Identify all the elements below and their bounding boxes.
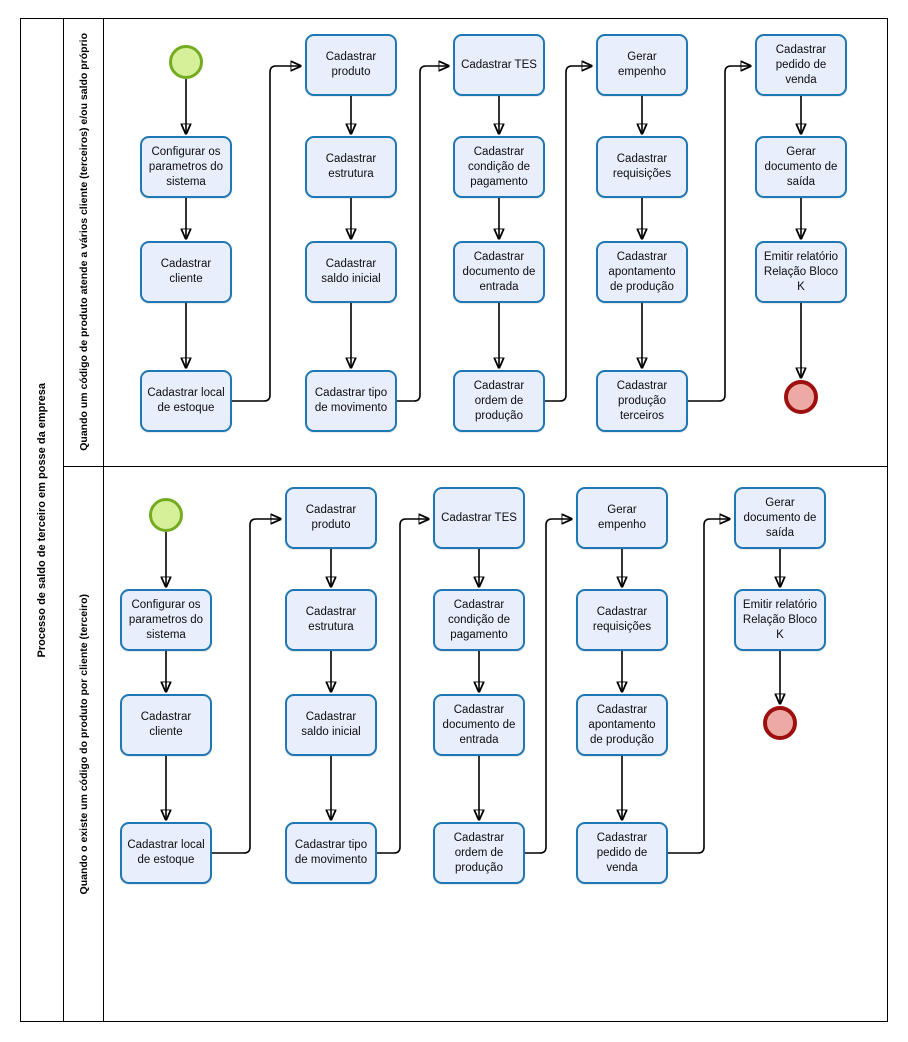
lane-1-task-4-4[interactable]: Cadastrar produção terceiros: [596, 370, 688, 432]
lane-2-task-2-1[interactable]: Cadastrar produto: [285, 487, 377, 549]
pool-title: Processo de saldo de terceiro em posse d…: [20, 18, 64, 1022]
lane-1-task-5-1[interactable]: Cadastrar pedido de venda: [755, 34, 847, 96]
lane-2-task-2-4[interactable]: Cadastrar tipo de movimento: [285, 822, 377, 884]
lane-1-title: Quando um código de produto atende a vár…: [64, 18, 104, 466]
lane-1-end-event[interactable]: [784, 380, 818, 414]
lane-1-task-4-3[interactable]: Cadastrar apontamento de produção: [596, 241, 688, 303]
lane-1-task-3-1[interactable]: Cadastrar TES: [453, 34, 545, 96]
lane-2-task-5-1[interactable]: Gerar documento de saída: [734, 487, 826, 549]
lane-2-task-2-2[interactable]: Cadastrar estrutura: [285, 589, 377, 651]
lane-2-task-3-1[interactable]: Cadastrar TES: [433, 487, 525, 549]
lane-2-task-1-1[interactable]: Configurar os parametros do sistema: [120, 589, 212, 651]
lane-2-task-4-2[interactable]: Cadastrar requisições: [576, 589, 668, 651]
lane-2-task-3-3[interactable]: Cadastrar documento de entrada: [433, 694, 525, 756]
lane-2-task-1-3[interactable]: Cadastrar local de estoque: [120, 822, 212, 884]
lane-1-start-event[interactable]: [169, 45, 203, 79]
pool-frame: [20, 18, 888, 1022]
lane-1-task-3-4[interactable]: Cadastrar ordem de produção: [453, 370, 545, 432]
lane-1-task-1-2[interactable]: Cadastrar cliente: [140, 241, 232, 303]
lane-2-task-4-3[interactable]: Cadastrar apontamento de produção: [576, 694, 668, 756]
lane-separator: [64, 466, 888, 467]
lane-1-task-2-2[interactable]: Cadastrar estrutura: [305, 136, 397, 198]
lane-2-task-1-2[interactable]: Cadastrar cliente: [120, 694, 212, 756]
lane-2-task-5-2[interactable]: Emitir relatório Relação Bloco K: [734, 589, 826, 651]
lane-2-title-label: Quando o existe um código do produto por…: [77, 593, 90, 895]
lane-1-title-label: Quando um código de produto atende a vár…: [77, 33, 90, 451]
lane-1-task-5-3[interactable]: Emitir relatório Relação Bloco K: [755, 241, 847, 303]
lane-2-end-event[interactable]: [763, 706, 797, 740]
lane-1-task-3-2[interactable]: Cadastrar condição de pagamento: [453, 136, 545, 198]
lane-1-task-1-3[interactable]: Cadastrar local de estoque: [140, 370, 232, 432]
lane-2-task-4-1[interactable]: Gerar empenho: [576, 487, 668, 549]
lane-1-task-5-2[interactable]: Gerar documento de saída: [755, 136, 847, 198]
lane-1-task-3-3[interactable]: Cadastrar documento de entrada: [453, 241, 545, 303]
lane-2-start-event[interactable]: [149, 498, 183, 532]
lane-2-task-3-4[interactable]: Cadastrar ordem de produção: [433, 822, 525, 884]
lane-1-task-4-1[interactable]: Gerar empenho: [596, 34, 688, 96]
lane-2-title: Quando o existe um código do produto por…: [64, 466, 104, 1022]
lane-1-task-4-2[interactable]: Cadastrar requisições: [596, 136, 688, 198]
lane-1-task-2-4[interactable]: Cadastrar tipo de movimento: [305, 370, 397, 432]
lane-1-task-2-3[interactable]: Cadastrar saldo inicial: [305, 241, 397, 303]
lane-2-task-4-4[interactable]: Cadastrar pedido de venda: [576, 822, 668, 884]
lane-2-task-3-2[interactable]: Cadastrar condição de pagamento: [433, 589, 525, 651]
lane-1-task-1-1[interactable]: Configurar os parametros do sistema: [140, 136, 232, 198]
pool-title-label: Processo de saldo de terceiro em posse d…: [35, 382, 48, 658]
lane-2-task-2-3[interactable]: Cadastrar saldo inicial: [285, 694, 377, 756]
lane-1-task-2-1[interactable]: Cadastrar produto: [305, 34, 397, 96]
